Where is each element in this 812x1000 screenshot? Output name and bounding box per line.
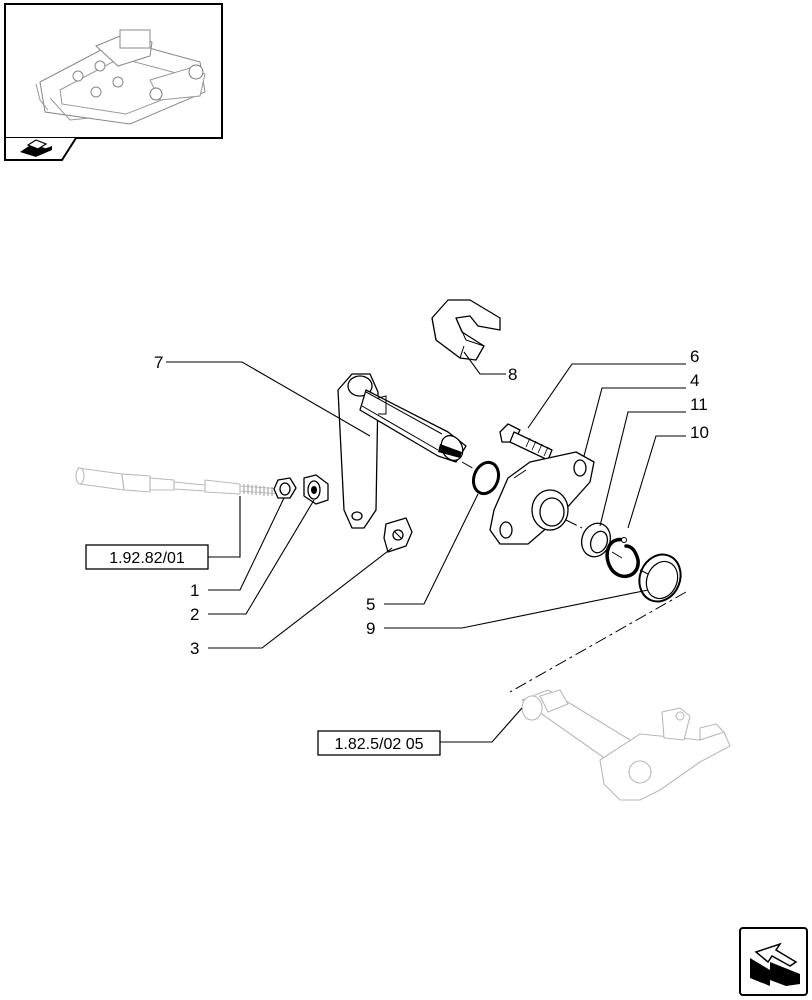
part-10-circlip[interactable] [605, 537, 640, 579]
next-page-button[interactable] [739, 927, 808, 996]
callout-1[interactable]: 1 [190, 581, 199, 600]
assembly-axis [461, 461, 687, 693]
part-4-flange[interactable] [489, 451, 595, 545]
assembly-thumbnail[interactable] [4, 3, 223, 139]
callout-11[interactable]: 11 [690, 395, 708, 414]
control-cable-ghost [75, 467, 283, 496]
lift-cover-thumbnail-icon [35, 29, 206, 125]
callout-6[interactable]: 6 [690, 347, 699, 366]
next-page-arrow-icon [750, 942, 800, 986]
part-9-seal-ring[interactable] [632, 548, 687, 607]
callout-9[interactable]: 9 [366, 619, 375, 638]
lever-reference-label: 1.82.5/02 05 [335, 736, 424, 753]
part-11-spacer-ring[interactable] [577, 519, 615, 561]
callout-4[interactable]: 4 [690, 371, 699, 390]
callout-2[interactable]: 2 [190, 605, 199, 624]
callout-5[interactable]: 5 [366, 595, 375, 614]
part-7-lever-shaft[interactable] [337, 373, 467, 529]
part-6-bolt[interactable] [499, 423, 553, 461]
lever-reference-box[interactable]: 1.82.5/02 05 [317, 730, 441, 756]
lift-arm-ghost [521, 689, 731, 801]
book-page-icon [20, 139, 52, 157]
callout-3[interactable]: 3 [190, 639, 199, 658]
part-8-clip[interactable] [431, 299, 501, 361]
cable-reference-box[interactable]: 1.92.82/01 [85, 544, 209, 570]
part-5-o-ring[interactable] [469, 459, 502, 497]
callout-10[interactable]: 10 [690, 423, 709, 442]
section-tab[interactable] [4, 137, 77, 161]
part-2-ball-joint[interactable] [303, 474, 329, 505]
callout-8[interactable]: 8 [508, 365, 517, 384]
callout-7[interactable]: 7 [154, 353, 163, 372]
part-1-nut[interactable] [273, 477, 297, 499]
cable-reference-label: 1.92.82/01 [109, 550, 185, 567]
part-3-lock-plate[interactable] [383, 517, 413, 553]
leader-lines [166, 351, 686, 743]
